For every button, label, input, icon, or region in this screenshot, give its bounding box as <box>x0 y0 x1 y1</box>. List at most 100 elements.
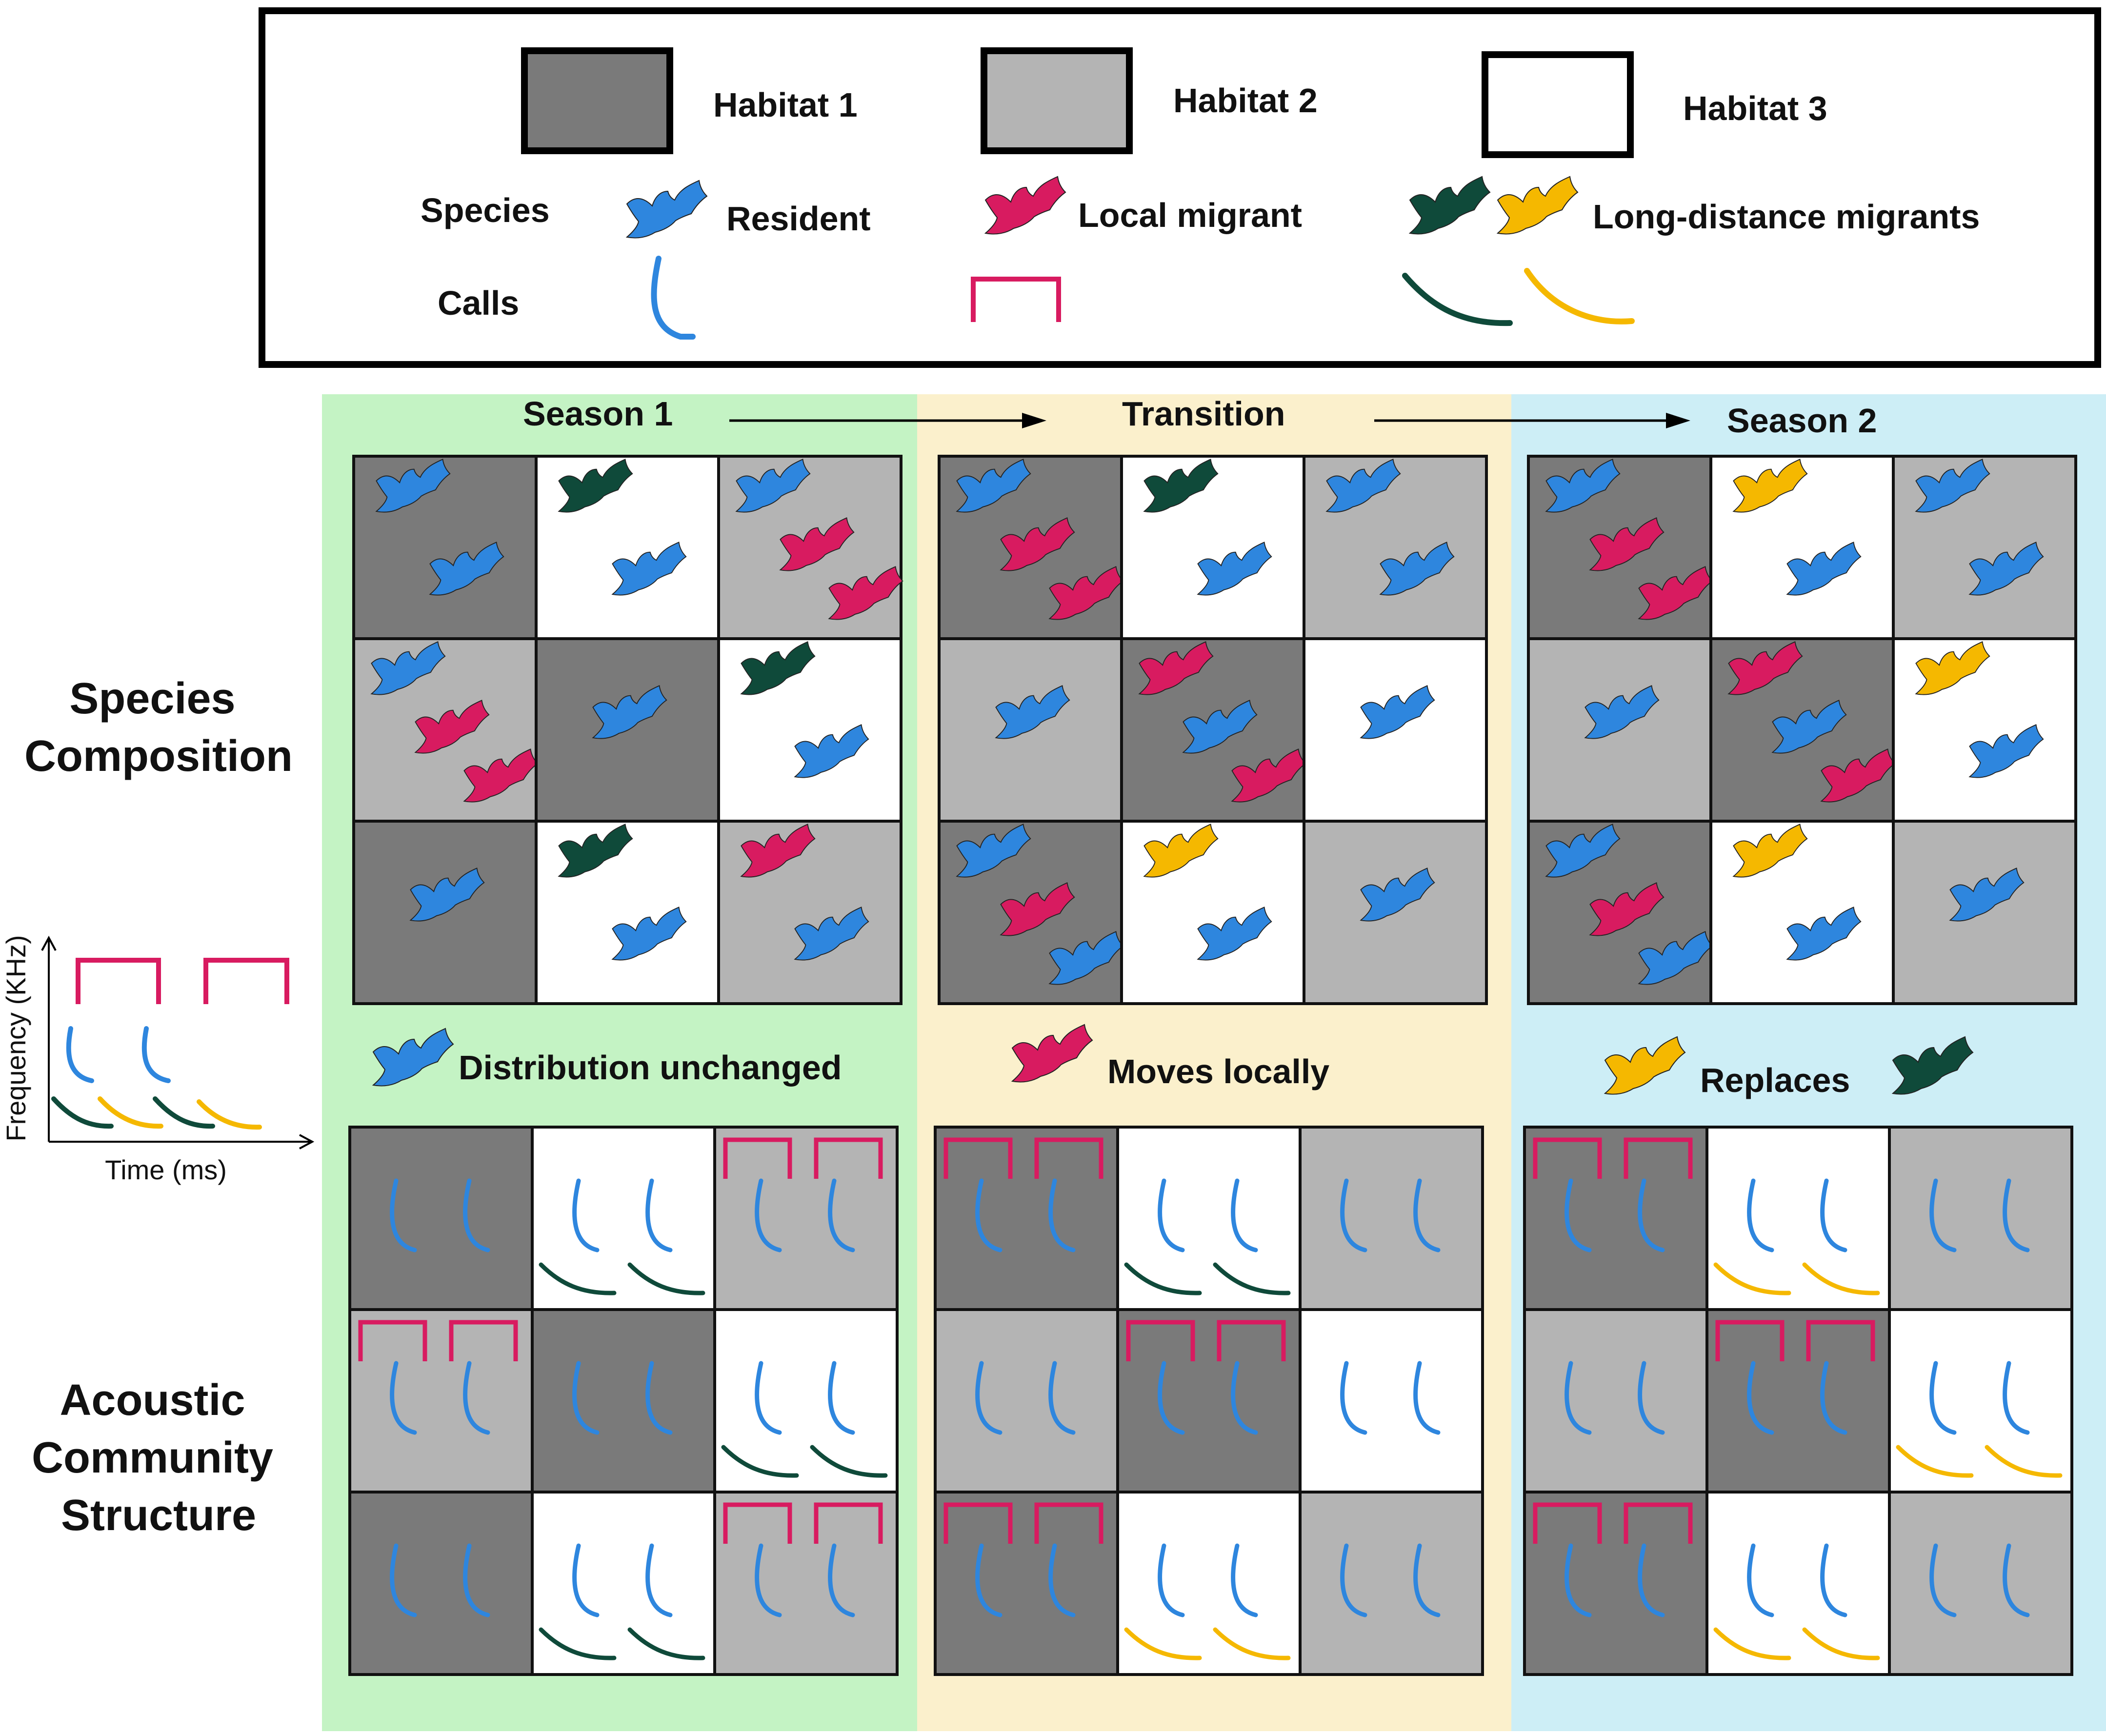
long-distance-label: Long-distance migrants <box>1593 198 1980 236</box>
species-cell <box>1709 455 1895 640</box>
acoustic-cell <box>1523 1308 1708 1494</box>
species-cell <box>1892 455 2077 640</box>
resident-call-mark <box>1048 1543 1076 1617</box>
acoustic-cell <box>531 1126 716 1311</box>
species-cell <box>1527 455 1713 640</box>
resident-call-mark <box>1820 1543 1847 1617</box>
resident-label: Resident <box>726 200 871 238</box>
resident-call-mark <box>1820 1178 1847 1252</box>
species-composition-label: Species Composition <box>24 674 293 781</box>
long-distance-yellow-call-mark <box>1802 1627 1880 1660</box>
acoustic-cell <box>531 1308 716 1494</box>
resident-call-mark <box>1820 1361 1847 1435</box>
acoustic-cell <box>713 1308 899 1494</box>
resident-call-mark <box>390 1543 417 1617</box>
resident-call-mark <box>463 1178 490 1252</box>
long-distance-green-call-mark <box>1124 1262 1202 1295</box>
legend: Habitat 1 Habitat 2 Habitat 3 Species Ca… <box>259 7 2101 368</box>
key-green-call-2 <box>153 1096 215 1129</box>
local-call-mark <box>1624 1502 1693 1544</box>
acoustic-cell <box>1705 1491 1891 1676</box>
resident-call-mark <box>975 1361 1003 1435</box>
habitat-2-cell <box>1299 1126 1484 1311</box>
key-yellow-call-2 <box>197 1099 262 1130</box>
acoustic-cell <box>1888 1308 2073 1494</box>
resident-call-mark <box>572 1361 600 1435</box>
season2-species-grid <box>1527 455 2077 1005</box>
resident-call-mark <box>755 1178 782 1252</box>
season2-header: Season 2 <box>1727 402 1877 440</box>
acoustic-structure-line2: Community <box>32 1433 273 1482</box>
habitat2-swatch <box>981 47 1133 154</box>
resident-call-mark <box>2003 1178 2030 1252</box>
habitat2-label: Habitat 2 <box>1173 81 1318 120</box>
habitat-1-cell <box>348 1491 534 1676</box>
resident-call-mark <box>1158 1178 1185 1252</box>
species-cell <box>1709 637 1896 823</box>
habitat-1-cell <box>934 1491 1119 1676</box>
resident-call-mark <box>1747 1178 1774 1252</box>
local-call-mark <box>1533 1502 1602 1544</box>
habitat-1-cell <box>531 1308 716 1494</box>
resident-call-mark <box>1413 1543 1441 1617</box>
habitat-2-cell <box>713 1126 899 1311</box>
acoustic-cell <box>348 1491 534 1676</box>
local-call-mark <box>723 1137 792 1179</box>
resident-call-mark <box>1929 1543 1957 1617</box>
acoustic-cell <box>1299 1491 1484 1676</box>
species-cell <box>717 455 903 640</box>
habitat-3-cell <box>713 1308 899 1494</box>
habitat-1-cell <box>1116 1308 1302 1494</box>
species-cell <box>1527 637 1712 823</box>
resident-call-mark <box>2003 1361 2030 1435</box>
acoustic-cell <box>1116 1126 1302 1311</box>
season2-caption: Replaces <box>1700 1061 1850 1099</box>
species-cell <box>1120 820 1305 1005</box>
resident-call-mark <box>828 1361 855 1435</box>
long-distance-green-call-mark <box>539 1627 617 1660</box>
resident-call-mark <box>1564 1543 1592 1617</box>
species-composition-line2: Composition <box>24 732 293 781</box>
species-cell <box>535 637 720 823</box>
transition-header: Transition <box>1122 395 1285 433</box>
habitat-2-cell <box>713 1491 899 1676</box>
resident-call-mark <box>1638 1361 1665 1435</box>
local-call-mark <box>943 1502 1013 1544</box>
resident-call-mark <box>1048 1361 1076 1435</box>
resident-call-mark <box>572 1178 600 1252</box>
long-distance-green-call-mark <box>1213 1262 1291 1295</box>
long-distance-yellow-call-icon <box>1524 268 1635 324</box>
species-cell <box>938 637 1123 823</box>
resident-call-mark <box>1747 1543 1774 1617</box>
resident-call-mark <box>828 1178 855 1252</box>
resident-call-mark <box>1158 1361 1185 1435</box>
habitat-1-cell <box>348 1126 534 1311</box>
local-call-mark <box>449 1320 518 1361</box>
long-distance-yellow-call-mark <box>1213 1627 1291 1660</box>
local-call-mark <box>1624 1137 1693 1179</box>
species-cell <box>1303 637 1488 823</box>
local-call-mark <box>943 1137 1013 1179</box>
local-call-mark <box>723 1502 792 1544</box>
acoustic-cell <box>531 1491 716 1676</box>
resident-call-icon <box>651 256 696 340</box>
acoustic-cell <box>348 1126 534 1311</box>
resident-call-mark <box>1564 1178 1592 1252</box>
species-cell <box>352 637 539 823</box>
season1-acoustic-grid <box>348 1126 899 1676</box>
resident-call-mark <box>1413 1361 1441 1435</box>
resident-call-mark <box>390 1178 417 1252</box>
resident-call-mark <box>1564 1361 1592 1435</box>
transition-caption: Moves locally <box>1107 1052 1329 1090</box>
acoustic-structure-label: Acoustic Community Structure <box>32 1376 285 1540</box>
local-call-icon <box>971 277 1061 322</box>
resident-call-mark <box>1638 1543 1665 1617</box>
season2-acoustic-grid <box>1523 1126 2073 1676</box>
species-cell <box>1120 637 1306 823</box>
long-distance-green-call-icon <box>1402 273 1513 326</box>
species-legend-title: Species <box>421 191 550 229</box>
resident-call-mark <box>1048 1178 1076 1252</box>
long-distance-green-call-mark <box>627 1262 705 1295</box>
key-resident-call-1 <box>66 1026 94 1083</box>
